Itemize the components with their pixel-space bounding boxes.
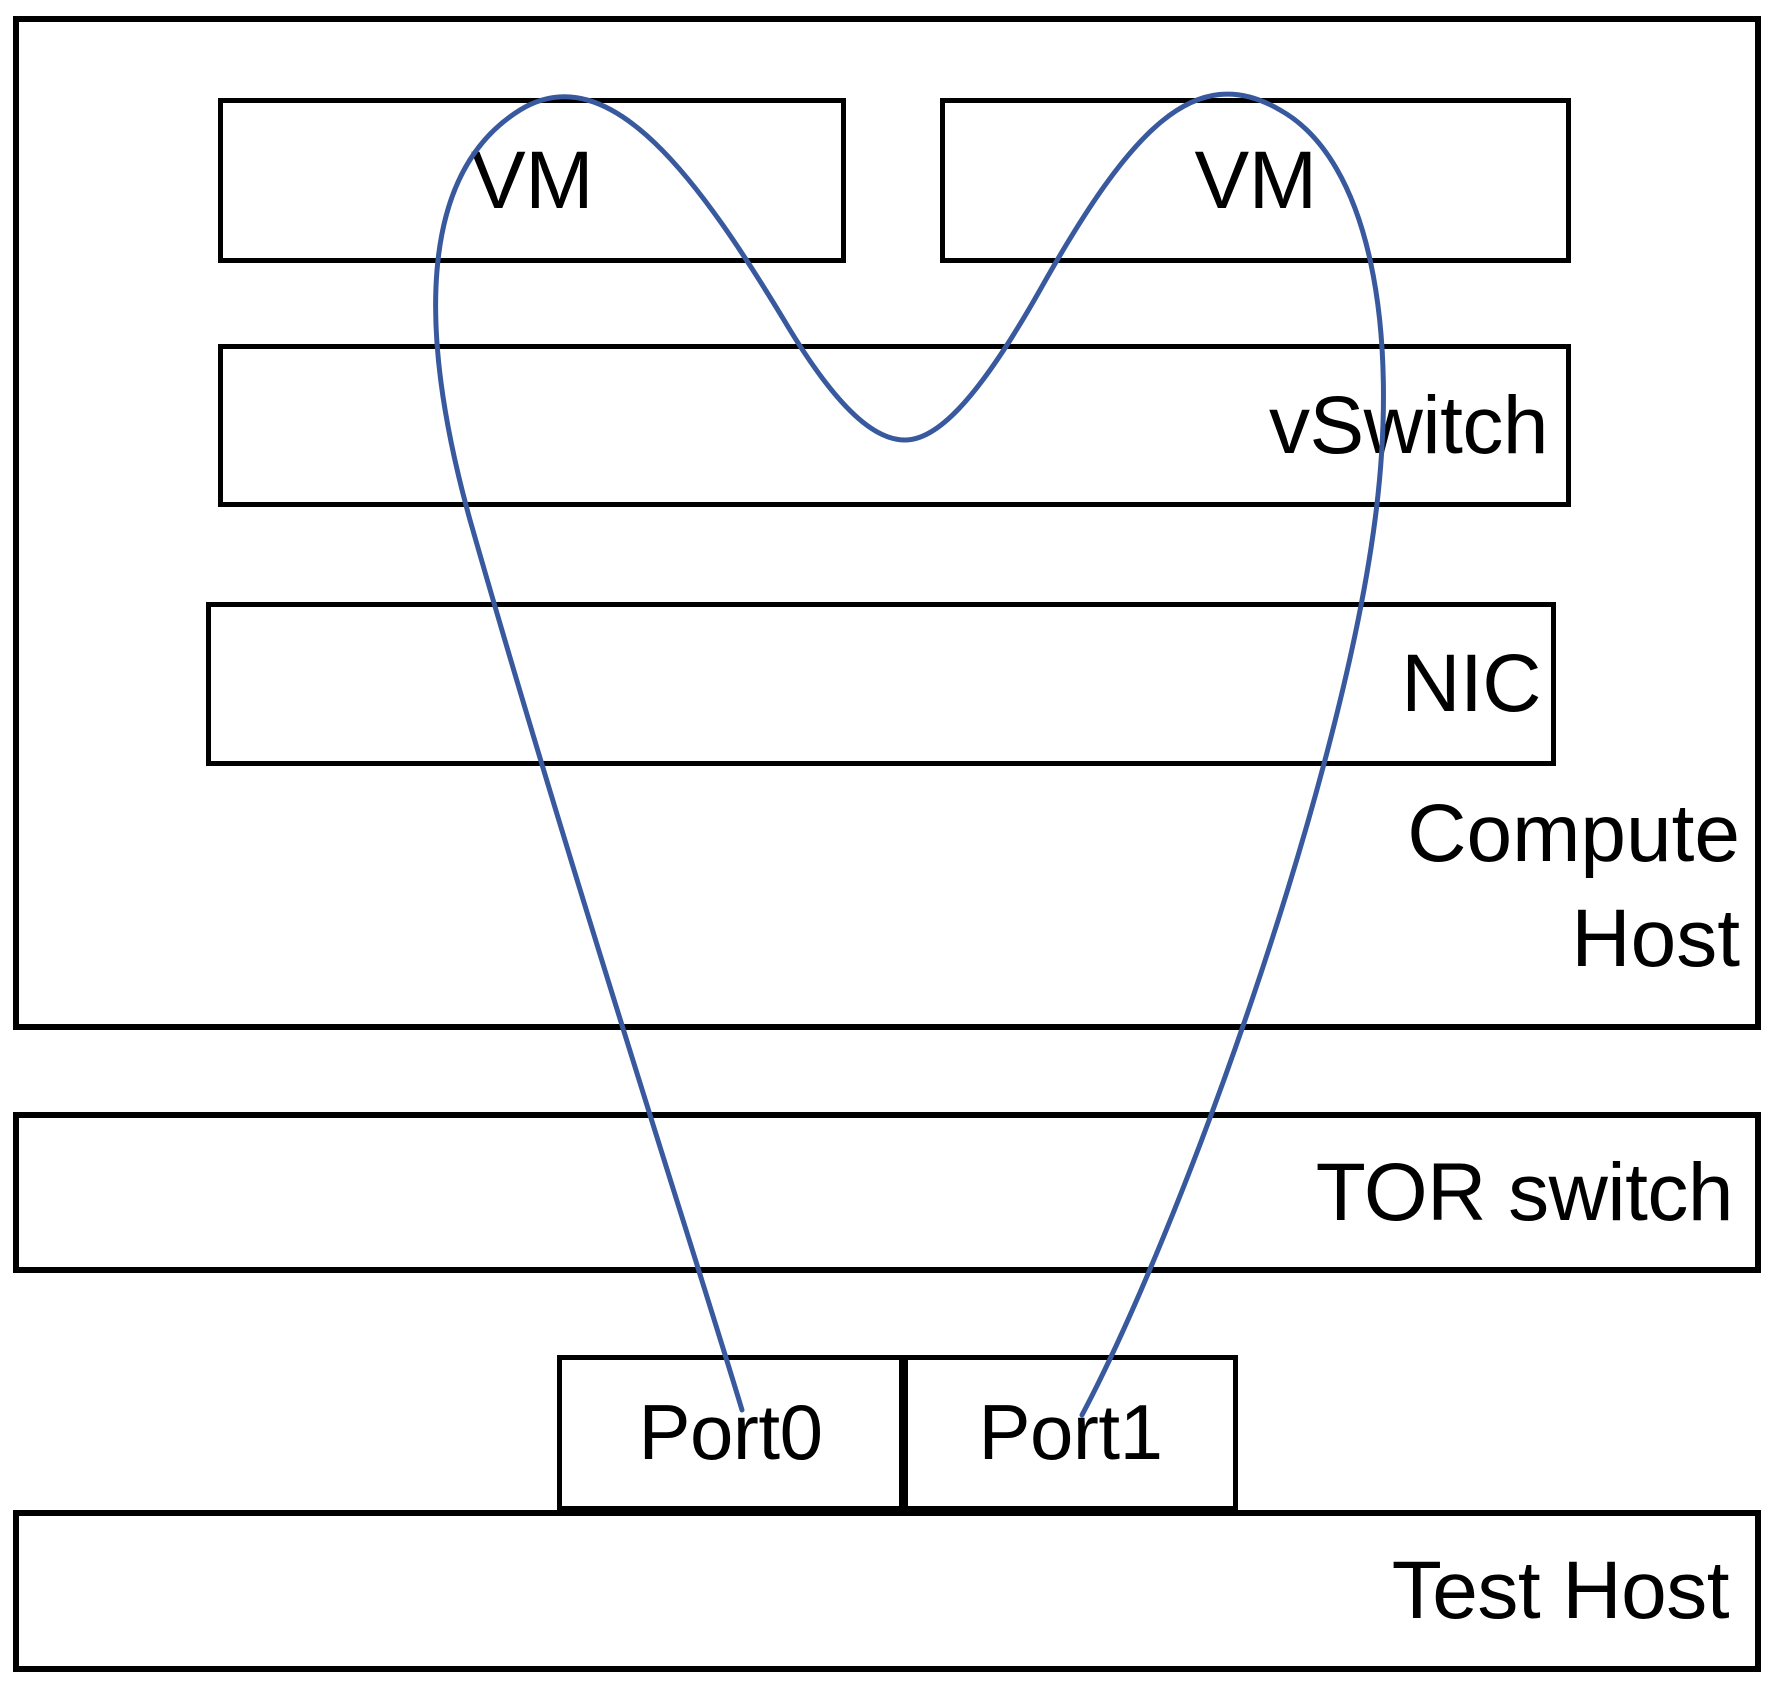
tor-switch-label: TOR switch [1315, 1146, 1734, 1238]
test-host-label: Test Host [1391, 1545, 1730, 1637]
test-host-box: Test Host [13, 1510, 1761, 1672]
port0-label: Port0 [638, 1388, 823, 1477]
nic-box: NIC [206, 602, 1556, 766]
vswitch-box: vSwitch [218, 344, 1571, 507]
compute-host-label: Compute Host [1407, 788, 1740, 984]
vm2-label: VM [1194, 134, 1318, 226]
tor-switch-box: TOR switch [13, 1112, 1761, 1273]
vswitch-label: vSwitch [1268, 379, 1549, 471]
vm2-box: VM [940, 98, 1571, 263]
vm1-box: VM [218, 98, 846, 263]
port0-box: Port0 [557, 1355, 904, 1511]
vm1-label: VM [471, 134, 594, 226]
nic-label: NIC [1401, 638, 1541, 730]
port1-label: Port1 [978, 1388, 1163, 1477]
port1-box: Port1 [903, 1355, 1238, 1511]
